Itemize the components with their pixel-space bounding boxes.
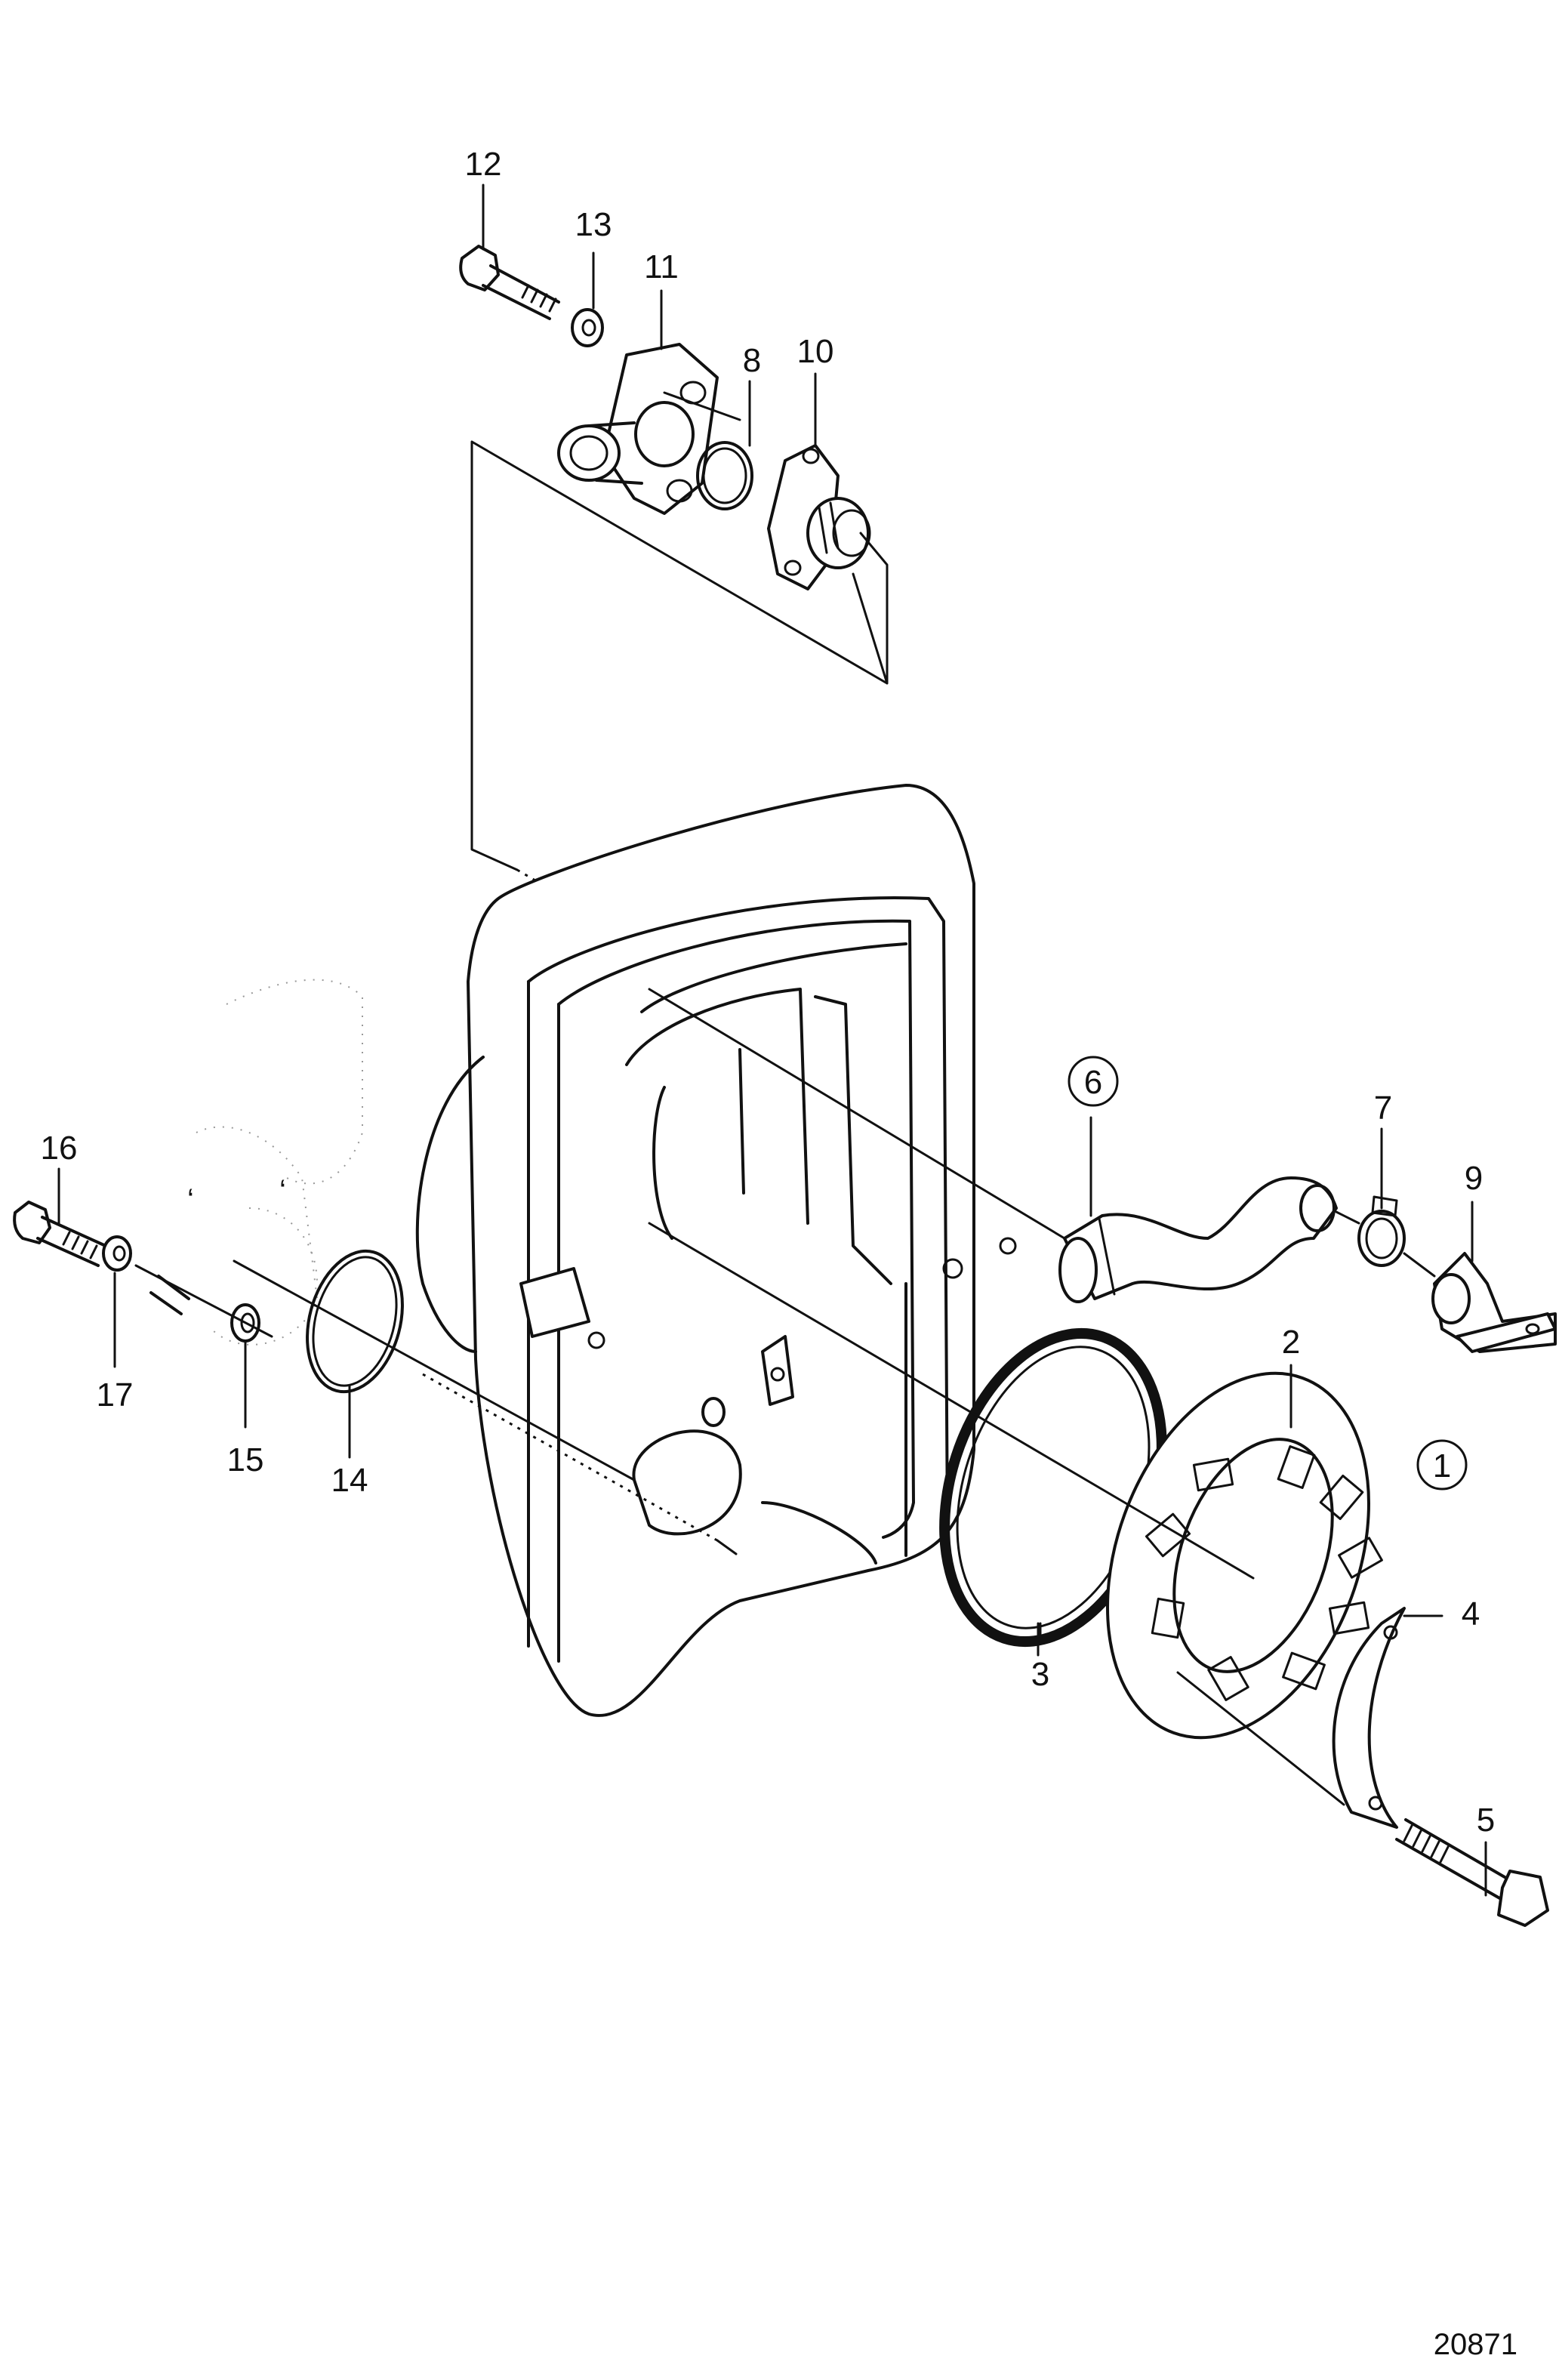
callout-14: 14	[331, 1462, 368, 1499]
background-outline: ‘ ‘	[187, 979, 363, 1346]
callout-11: 11	[644, 248, 679, 285]
part-12-bolt	[459, 245, 560, 320]
part-6-hose	[1058, 1176, 1338, 1303]
part-2-bearing-plate	[1106, 1371, 1383, 1740]
svg-text:‘: ‘	[187, 1183, 194, 1216]
callout-5: 5	[1477, 1802, 1495, 1839]
callout-13: 13	[575, 206, 612, 243]
callout-labels: 12 13 11 8 10 6 7 9 2 1 3 4 5 16 17 15 1…	[41, 146, 1517, 2361]
callout-8: 8	[743, 342, 761, 379]
part-10-pipe-flange	[767, 444, 871, 590]
callout-4: 4	[1462, 1595, 1480, 1632]
part-7-clamp	[1357, 1195, 1406, 1267]
part-4-bracket	[1332, 1607, 1406, 1829]
part-14-o-ring	[306, 1249, 404, 1394]
callout-16: 16	[41, 1130, 78, 1167]
callout-9: 9	[1465, 1160, 1483, 1197]
callout-15: 15	[227, 1441, 264, 1478]
part-5-bolt	[1395, 1818, 1549, 1927]
part-15-pin	[149, 1275, 260, 1343]
callout-2: 2	[1282, 1324, 1300, 1361]
callout-1: 1	[1433, 1447, 1451, 1484]
part-9-elbow	[1431, 1252, 1557, 1353]
part-17-washer	[102, 1235, 132, 1272]
callout-12: 12	[465, 146, 502, 183]
callout-17: 17	[97, 1377, 134, 1414]
figure-number: 20871	[1434, 2328, 1517, 2361]
part-16-bolt	[13, 1201, 107, 1267]
part-11-flange	[557, 343, 719, 515]
part-8-o-ring	[696, 441, 753, 510]
callout-6-circle	[1068, 1056, 1119, 1107]
callout-6: 6	[1084, 1064, 1102, 1101]
leader-lines	[57, 183, 1487, 1897]
callout-3: 3	[1031, 1656, 1049, 1693]
svg-text:‘: ‘	[279, 1174, 286, 1207]
housing	[415, 784, 1017, 1717]
callout-1-circle	[1416, 1439, 1468, 1491]
part-13-washer	[571, 308, 604, 347]
callout-10: 10	[797, 333, 834, 370]
callout-7: 7	[1374, 1090, 1392, 1127]
